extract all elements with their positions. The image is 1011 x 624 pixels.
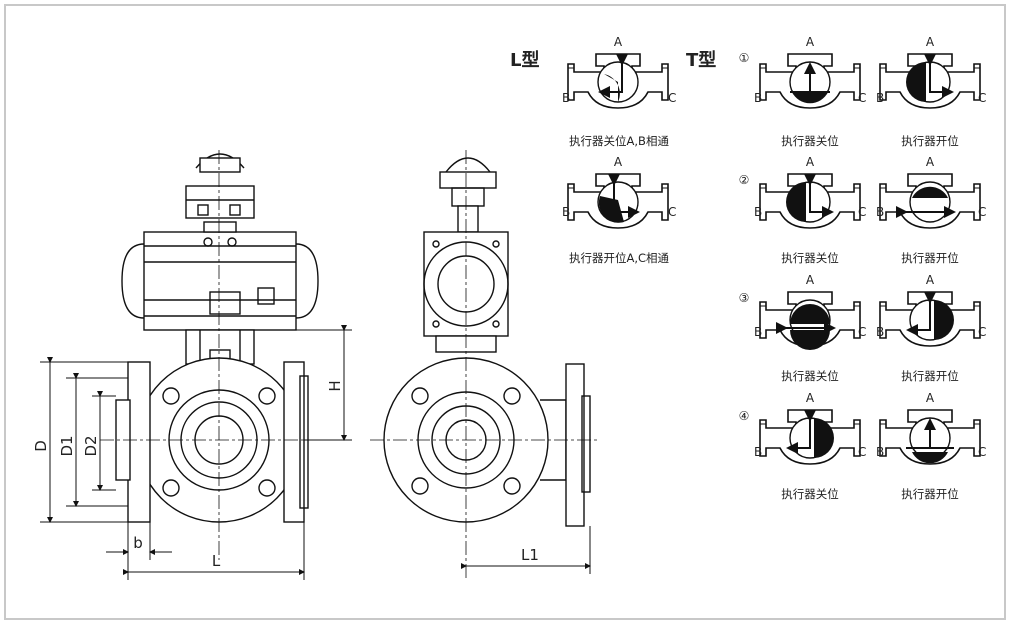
front-view	[100, 150, 350, 560]
t-row1-open-port-c: C	[978, 91, 986, 105]
t-row4-open-port-c: C	[978, 445, 986, 459]
t-row2-open-port-c: C	[978, 205, 986, 219]
t-row3-open-port-c: C	[978, 325, 986, 339]
dim-d-label: D	[32, 440, 50, 452]
l-closed-port-b: B	[562, 91, 570, 105]
t-row1-open-port-b: B	[876, 91, 884, 105]
t-row2-closed-port-c: C	[858, 205, 866, 219]
t-type-title: T型	[686, 49, 716, 71]
t-row4-number: ④	[739, 409, 750, 423]
drawing-frame	[4, 4, 1006, 620]
t-row1-closed-diagram	[759, 54, 861, 109]
t-row2-closed-caption: 执行器关位	[781, 251, 839, 265]
t-row4-open-diagram	[879, 410, 981, 465]
l-type-diagram-closed	[567, 53, 669, 109]
t-row4-closed-port-b: B	[754, 445, 762, 459]
dim-l-label: L	[212, 552, 221, 570]
t-row4-closed-caption: 执行器关位	[781, 487, 839, 501]
t-row1-open-caption: 执行器开位	[901, 134, 959, 148]
t-row4-open-caption: 执行器开位	[901, 487, 959, 501]
t-row3-open-port-b: B	[876, 325, 884, 339]
front-dimensions	[40, 325, 352, 580]
t-row2-open-caption: 执行器开位	[901, 251, 959, 265]
t-row1-closed-caption: 执行器关位	[781, 134, 839, 148]
l-closed-port-a: A	[614, 35, 623, 49]
t-row2-open-port-a: A	[926, 155, 935, 169]
l-closed-port-c: C	[668, 91, 676, 105]
l-open-caption: 执行器开位A,C相通	[569, 251, 670, 265]
t-row3-closed-port-c: C	[858, 325, 866, 339]
side-view	[370, 150, 600, 580]
t-row1-open-diagram	[879, 53, 981, 109]
l-type-title: L型	[510, 49, 539, 71]
t-row1-closed-port-a: A	[806, 35, 815, 49]
side-dimensions	[461, 526, 591, 574]
dim-h-label: H	[326, 380, 344, 391]
t-row2-open-port-b: B	[876, 205, 884, 219]
t-row3-open-port-a: A	[926, 273, 935, 287]
t-row2-open-diagram	[879, 173, 981, 229]
dim-l1-label: L1	[521, 546, 539, 564]
t-row1-closed-port-b: B	[754, 91, 762, 105]
t-row1-number: ①	[739, 51, 750, 65]
t-row3-closed-port-b: B	[754, 325, 762, 339]
dim-d2-label: D2	[82, 435, 100, 456]
t-row3-open-diagram	[879, 291, 981, 347]
l-open-port-b: B	[562, 205, 570, 219]
t-row3-number: ③	[739, 291, 750, 305]
t-row4-open-port-a: A	[926, 391, 935, 405]
t-row2-closed-port-a: A	[806, 155, 815, 169]
t-row4-open-port-b: B	[876, 445, 884, 459]
t-row2-closed-port-b: B	[754, 205, 762, 219]
t-row1-open-port-a: A	[926, 35, 935, 49]
dim-d1-label: D1	[58, 435, 76, 456]
dim-b-label: b	[133, 534, 143, 552]
l-type-diagram-open	[567, 173, 669, 229]
l-open-port-c: C	[668, 205, 676, 219]
t-row2-closed-diagram	[759, 173, 861, 229]
t-row1-closed-port-c: C	[858, 91, 866, 105]
t-row4-closed-port-c: C	[858, 445, 866, 459]
t-row3-closed-diagram	[759, 291, 861, 350]
t-row3-closed-caption: 执行器关位	[781, 369, 839, 383]
t-row4-closed-port-a: A	[806, 391, 815, 405]
t-row4-closed-diagram	[759, 409, 861, 465]
t-row3-closed-port-a: A	[806, 273, 815, 287]
l-closed-caption: 执行器关位A,B相通	[569, 134, 669, 148]
t-row3-open-caption: 执行器开位	[901, 369, 959, 383]
l-open-port-a: A	[614, 155, 623, 169]
t-row2-number: ②	[739, 173, 750, 187]
